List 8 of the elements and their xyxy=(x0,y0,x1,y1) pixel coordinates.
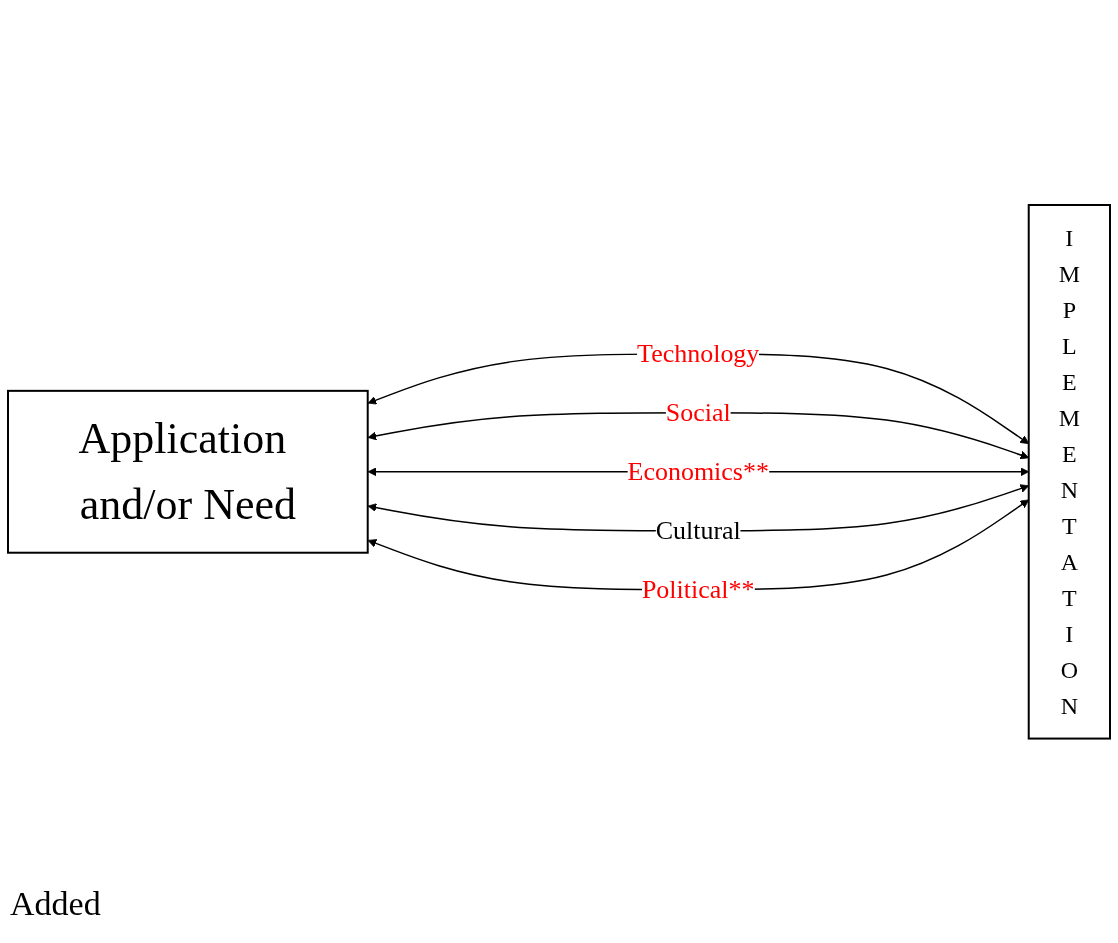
edge-label: Technology xyxy=(637,339,760,369)
edge-label: Social xyxy=(665,398,731,428)
edge-label: Economics** xyxy=(627,457,769,486)
note-text: Added xyxy=(10,885,101,923)
edge-label: Cultural xyxy=(655,515,741,545)
node-box: IMPLEMENTATION xyxy=(1027,203,1111,740)
edge-label: Political** xyxy=(641,574,755,604)
node-box: Application and/or Need xyxy=(7,389,369,554)
